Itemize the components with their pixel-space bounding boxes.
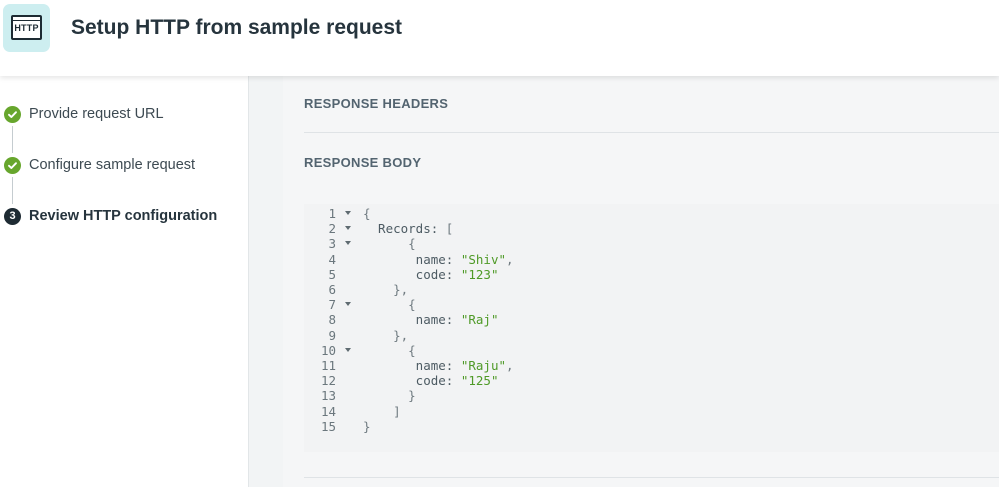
code-token: { <box>363 206 371 221</box>
browser-window-icon: HTTP <box>11 15 42 40</box>
code-text: ] <box>363 404 401 419</box>
line-number: 12 <box>320 373 336 389</box>
code-token: }, <box>363 282 409 297</box>
check-icon <box>4 105 21 123</box>
step-label: Review HTTP configuration <box>29 208 218 224</box>
page-title: Setup HTTP from sample request <box>71 16 403 39</box>
response-body-code-editor[interactable]: 1{2 Records: [3 {4 name: "Shiv",5 code: … <box>304 204 999 452</box>
code-text: { <box>363 236 416 251</box>
line-number: 6 <box>328 282 336 297</box>
content-gutter <box>249 76 283 487</box>
caret-down-icon[interactable] <box>345 226 351 231</box>
section-divider <box>304 477 999 478</box>
caret-down-icon[interactable] <box>345 302 351 307</box>
caret-down-icon[interactable] <box>345 347 351 352</box>
code-token: name: <box>363 312 461 328</box>
code-text: name: "Raj" <box>363 312 499 328</box>
code-text: code: "123" <box>363 266 499 282</box>
line-number: 14 <box>320 403 336 419</box>
code-token: } <box>363 388 416 404</box>
code-text: } <box>363 419 371 434</box>
code-token: "Shiv" <box>460 251 506 267</box>
app-icon-label: HTTP <box>14 23 39 33</box>
code-token: Records: <box>363 221 446 237</box>
code-token: { <box>363 297 416 313</box>
code-text: code: "125" <box>363 373 499 389</box>
line-number: 3 <box>328 236 336 252</box>
line-number: 7 <box>328 297 336 313</box>
code-token: , <box>506 358 514 373</box>
step-label: Configure sample request <box>29 157 196 173</box>
code-token: [ <box>445 221 454 237</box>
code-text: }, <box>363 328 408 343</box>
line-number: 15 <box>320 418 336 434</box>
response-body-title: RESPONSE BODY <box>304 155 422 170</box>
code-text: Records: [ <box>363 221 453 236</box>
step-connector <box>12 177 13 204</box>
response-headers-title[interactable]: RESPONSE HEADERS <box>304 96 449 111</box>
code-text: name: "Raju", <box>363 358 514 373</box>
code-text: } <box>363 388 416 403</box>
code-token: }, <box>363 327 409 343</box>
line-number: 4 <box>328 251 336 267</box>
line-number: 8 <box>328 312 336 328</box>
step-number-badge: 3 <box>4 207 21 225</box>
code-token: name: <box>363 251 461 267</box>
code-token: ] <box>363 403 401 419</box>
step-label: Provide request URL <box>29 106 164 122</box>
section-divider <box>304 132 999 133</box>
step-provide-request-url[interactable]: Provide request URL <box>4 104 164 124</box>
code-token: code: <box>363 266 461 282</box>
code-token: "Raju" <box>460 358 506 373</box>
wizard-steps-sidebar: Provide request URL Configure sample req… <box>0 76 249 487</box>
caret-down-icon[interactable] <box>345 241 351 246</box>
code-token: "Raj" <box>460 312 499 328</box>
code-text: { <box>363 343 416 358</box>
line-number: 2 <box>328 221 336 237</box>
code-text: { <box>363 206 371 221</box>
code-token: { <box>363 342 416 358</box>
line-number: 5 <box>328 266 336 282</box>
page-header: HTTP Setup HTTP from sample request <box>0 0 999 76</box>
check-icon <box>4 156 21 174</box>
code-token: } <box>363 418 371 434</box>
code-text: { <box>363 297 416 312</box>
code-token: , <box>506 251 514 267</box>
step-review-http-configuration[interactable]: 3 Review HTTP configuration <box>4 206 217 226</box>
http-app-icon: HTTP <box>3 4 50 52</box>
code-token: "123" <box>460 266 499 282</box>
code-token: { <box>363 236 416 252</box>
line-number: 11 <box>320 358 336 373</box>
review-content[interactable]: RESPONSE HEADERS RESPONSE BODY 1 {2 Recor… <box>283 76 999 487</box>
code-token: code: <box>363 373 461 389</box>
step-connector <box>12 126 13 153</box>
code-token: name: <box>363 358 461 373</box>
line-number: 9 <box>328 327 336 343</box>
line-number: 1 <box>328 206 336 221</box>
caret-down-icon[interactable] <box>345 211 351 215</box>
step-configure-sample-request[interactable]: Configure sample request <box>4 155 195 175</box>
code-text: }, <box>363 282 408 297</box>
line-number: 10 <box>320 342 336 358</box>
code-token: "125" <box>460 373 499 389</box>
line-number: 13 <box>320 388 336 404</box>
code-text: name: "Shiv", <box>363 252 514 267</box>
